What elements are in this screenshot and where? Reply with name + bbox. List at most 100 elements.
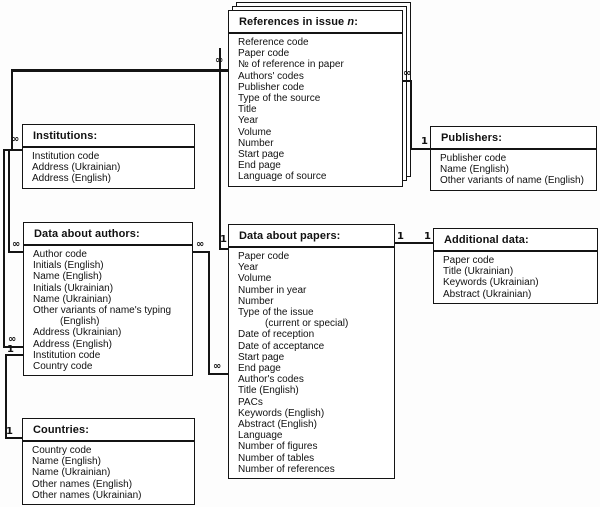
field-item: Name (Ukrainian) [33,293,112,305]
field-item: Publisher code [440,153,507,164]
field-item: Initials (English) [33,260,104,272]
field-item: Number in year [238,284,307,296]
field-item: Other variants of name (English) [440,175,584,187]
field-item: Start page [238,351,285,363]
cardinality-label: ∞ [213,361,222,372]
field-item: Date of reception [238,329,315,341]
connector-references-papers [219,48,221,250]
field-item: Author code [33,249,87,260]
cardinality-label: 1 [424,231,431,242]
field-item: Number [238,137,274,149]
field-item: Volume [238,273,272,285]
connector-institutions-authors [3,149,5,348]
connector-authors-papers [208,251,210,375]
entity-references-title-colon: : [354,16,358,28]
cardinality-label: ∞ [196,239,205,250]
field-item: Country code [33,361,93,373]
field-item: Start page [238,149,285,161]
cardinality-label: ∞ [403,68,412,79]
field-item: End page [238,363,281,375]
field-item: Publisher code [238,81,305,93]
field-item: Paper code [238,48,290,60]
field-item: (current or special) [265,318,349,330]
connector-authors-countries [5,354,7,439]
connector-authors-papers [208,373,229,375]
field-item: Year [238,115,259,127]
field-item: Abstract (Ukrainian) [443,288,532,300]
field-item: Language [238,430,283,442]
entity-publishers-title: Publishers: [431,127,596,150]
field-item: Number [238,295,274,307]
field-item: Title [238,104,257,116]
field-item: Address (Ukrainian) [33,327,122,339]
connector-papers-additional [395,242,434,244]
field-item: Number of references [238,463,335,475]
entity-countries-title: Countries: [23,419,194,442]
connector-authors-papers [193,251,210,253]
entity-data-about-papers-title: Data about papers: [229,225,394,248]
connector-references-publishers [410,80,412,150]
field-item: Abstract (English) [238,419,317,431]
cardinality-label: ∞ [8,334,17,345]
field-item: Other names (English) [32,478,133,490]
entity-references-title-var: n [347,16,355,28]
entity-references-title-text: References in issue [239,16,348,28]
field-item: Paper code [443,255,495,266]
field-item: Name (Ukrainian) [32,467,111,479]
cardinality-label: ∞ [11,134,20,145]
field-item: Reference code [238,37,309,48]
field-item: Title (English) [238,385,299,397]
field-item: PACs [238,396,263,408]
connector-references-authors [11,69,13,151]
field-item: Author's codes [238,374,304,386]
field-item: Other variants of name's typing [33,305,172,317]
connector-references-publishers [402,80,412,82]
field-item: Number of tables [238,452,315,464]
field-item: Institution code [33,349,101,361]
cardinality-label: ∞ [12,239,21,250]
cardinality-label: 1 [421,136,428,147]
connector-references-authors [8,149,10,253]
field-item: Name (English) [33,271,102,283]
connector-references-papers [219,248,229,250]
field-item: (English) [60,316,100,328]
connector-institutions-authors [3,149,23,151]
field-item: Type of the source [238,93,321,105]
cardinality-label: ∞ [215,55,224,66]
field-item: Name (English) [32,456,101,468]
field-item: Language of source [238,171,327,183]
connector-references-publishers [410,148,431,150]
field-item: Number of figures [238,441,318,453]
connector-references-authors [11,69,228,72]
cardinality-label: 1 [397,231,404,242]
field-item: Year [238,262,259,274]
field-item: Keywords (Ukrainian) [443,277,539,289]
field-item: Initials (Ukrainian) [33,282,114,294]
entity-data-about-authors-title: Data about authors: [24,223,192,246]
field-item: End page [238,160,281,172]
field-item: Authors' codes [238,70,304,82]
entity-additional-data-title: Additional data: [434,229,597,252]
field-item: Paper code [238,251,290,262]
field-item: Address (Ukrainian) [32,162,121,174]
connector-references-authors [8,251,24,253]
field-item: № of reference in paper [238,59,344,71]
cardinality-label: 1 [6,426,13,437]
cardinality-label: 1 [7,344,14,355]
field-item: Keywords (English) [238,407,325,419]
field-item: Other names (Ukrainian) [32,489,142,501]
